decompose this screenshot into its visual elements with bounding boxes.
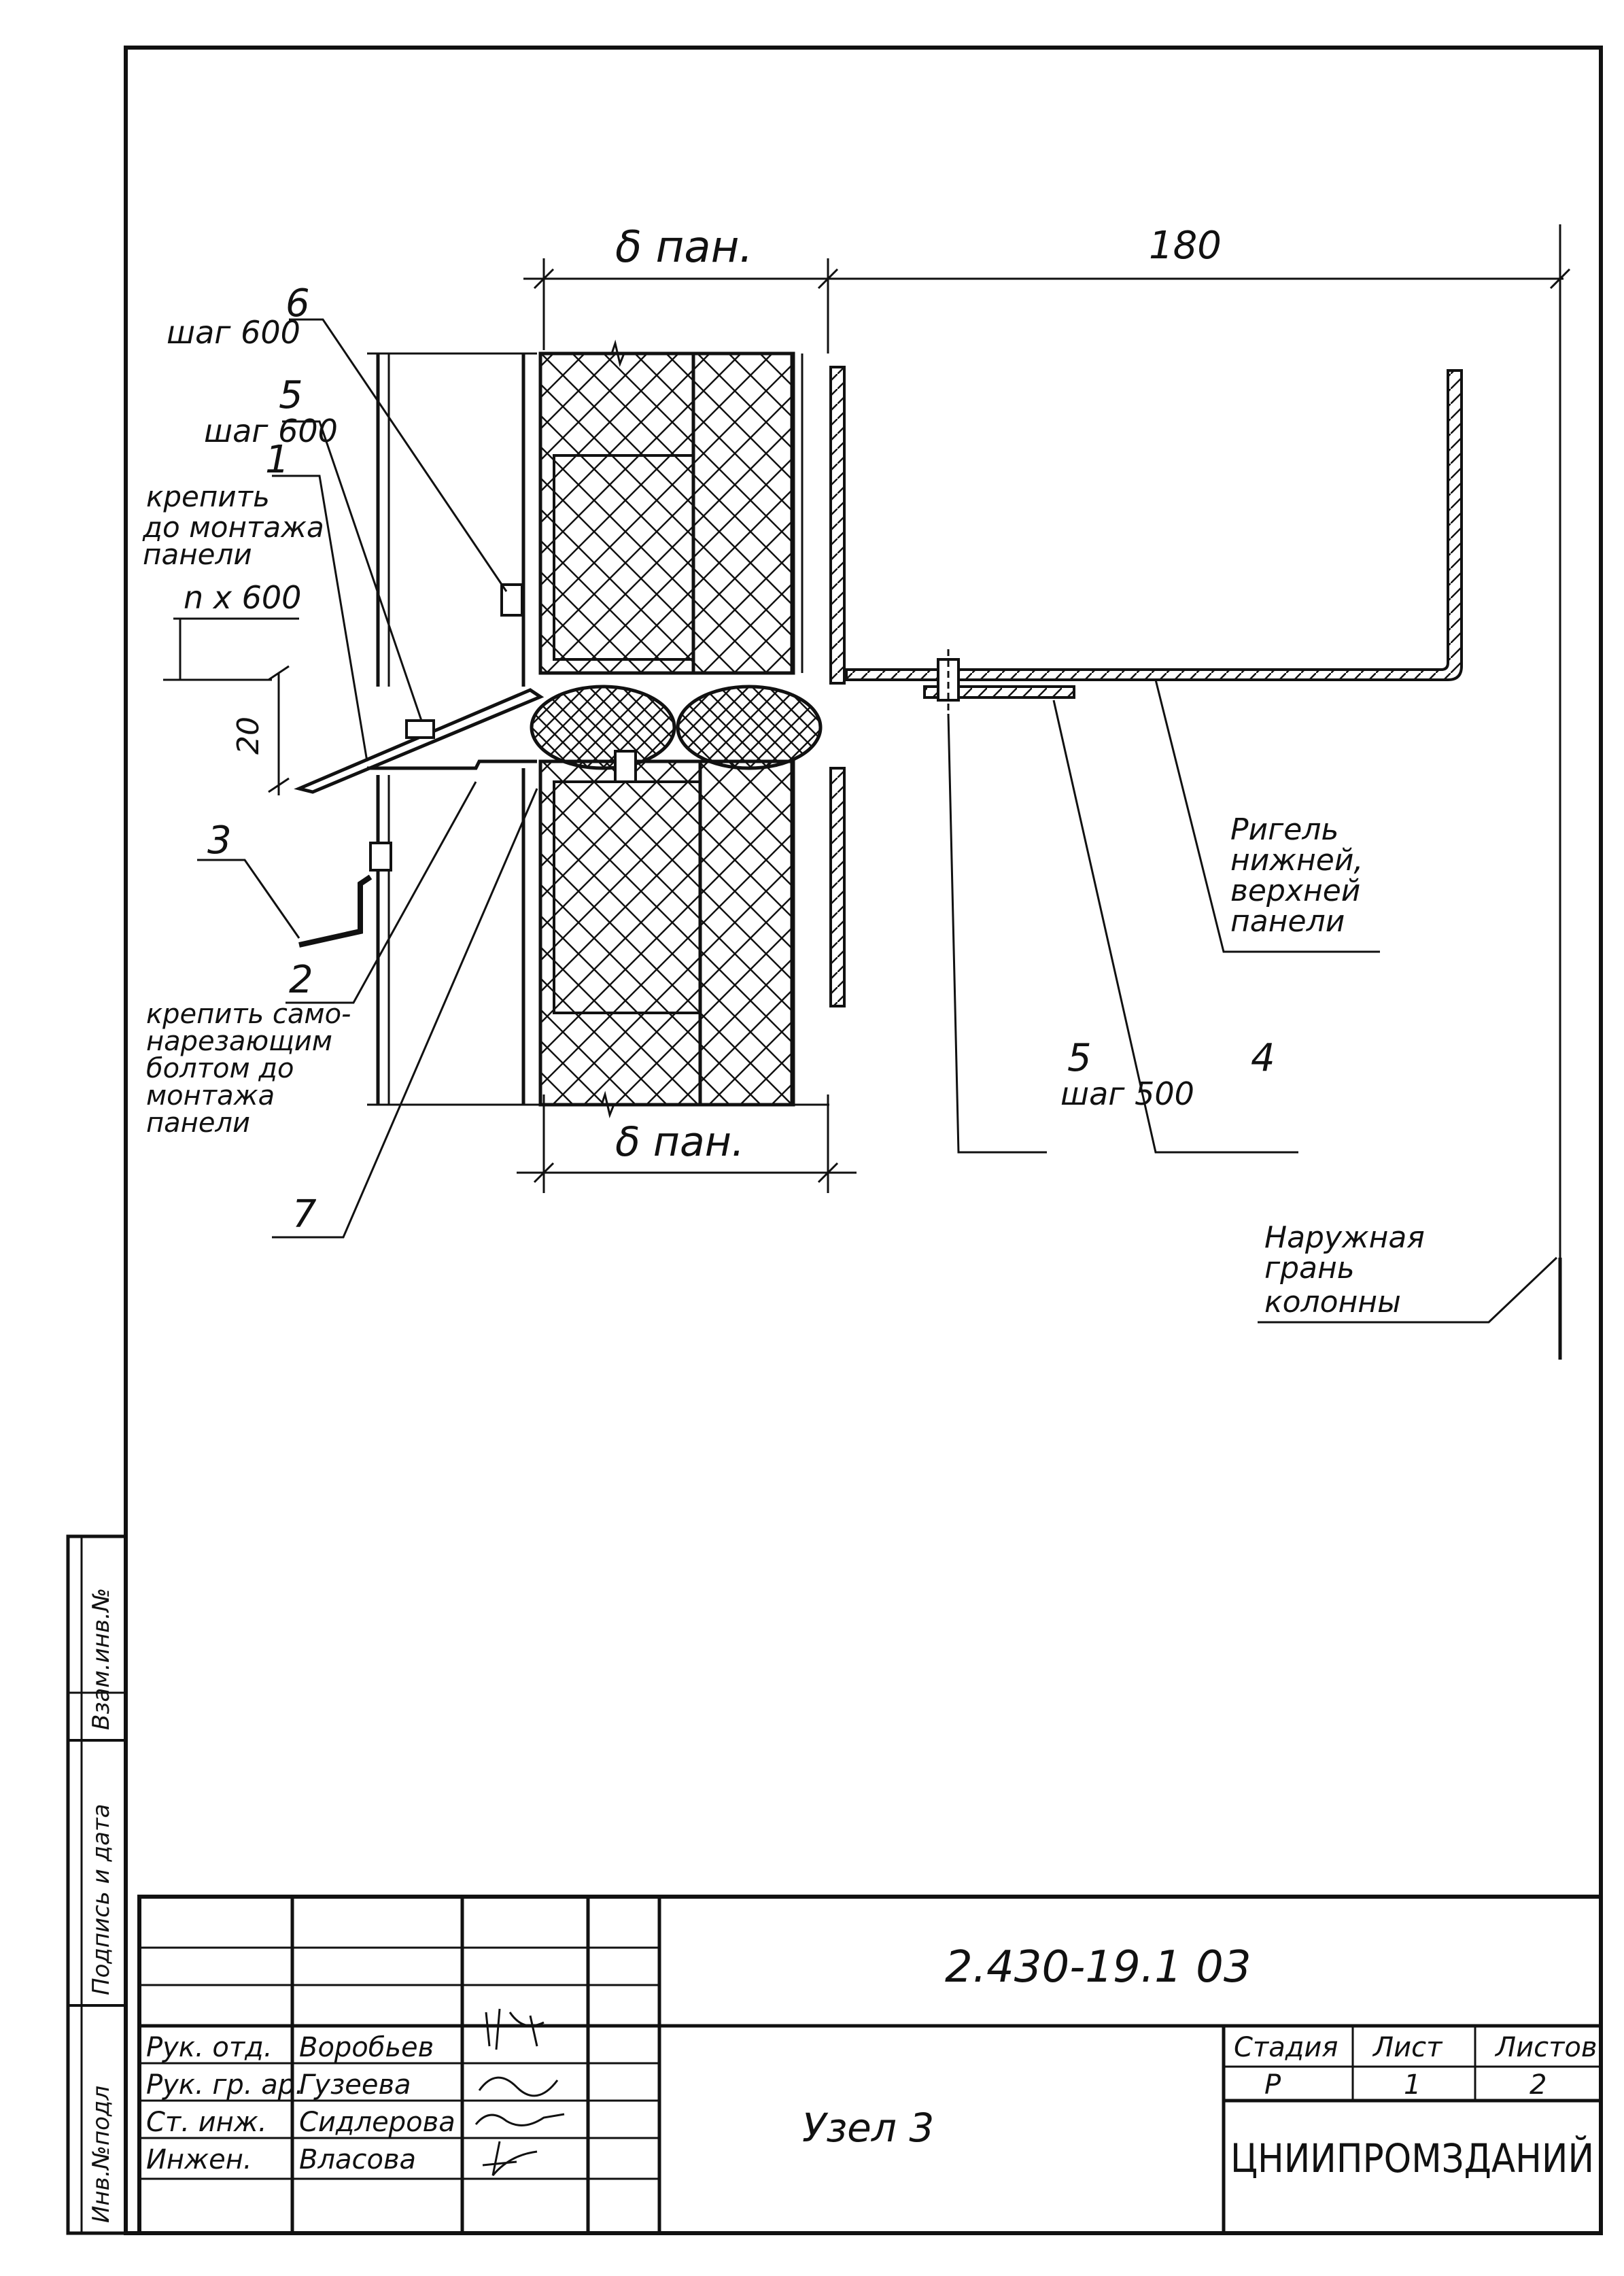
callout-2-line2: нарезающим [146,1026,332,1057]
sheet-header: Лист [1372,2032,1443,2063]
role-2: Рук. гр. ар. [146,2069,304,2101]
sheet-value: 1 [1404,2069,1421,2101]
callout-5-number: 5 [279,373,303,417]
role-1: Рук. отд. [146,2032,273,2063]
callout-6-step: шаг 600 [167,314,300,351]
name-3: Сидлерова [299,2107,455,2138]
dim-panel-top: δ пан. [615,222,753,273]
role-4: Инжен. [146,2144,252,2175]
sheets-header: Листов [1494,2032,1597,2063]
callout-2-line3: болтом до [146,1053,294,1084]
callout-2-line1: крепить само- [146,999,351,1030]
name-2: Гузеева [299,2069,411,2101]
inv-podl-label: Инв.№подл [88,2086,115,2223]
callout-3-number: 3 [207,818,232,863]
column-label-2: грань [1264,1251,1355,1286]
sheet-frame [124,46,1603,2235]
callout-1-number: 1 [265,438,290,482]
callout-2-line5: панели [146,1107,250,1139]
leader-lines [163,318,1558,1324]
callout-5b-number: 5 [1067,1036,1092,1080]
break-mark-top [610,339,625,367]
dimension-lines [517,224,1571,1360]
doc-code: 2.430-19.1 03 [945,1942,1251,1993]
callout-2-number: 2 [289,958,313,1002]
sheet-title: Узел 3 [802,2105,934,2151]
podpis-label: Подпись и дата [88,1804,115,1995]
rigel-label-2: нижней, [1230,843,1363,878]
node-drawing: δ пан. 180 δ пан. 6 шаг 600 5 шаг 600 1 … [142,222,1571,1360]
callout-5b-step: шаг 500 [1060,1075,1194,1112]
dim-panel-bottom: δ пан. [615,1118,744,1166]
break-mark-bottom [600,1090,615,1118]
callout-2-line4: монтажа [146,1080,275,1111]
signatures [474,2008,565,2176]
name-4: Власова [299,2144,416,2175]
rigel-channel [845,369,1463,714]
callout-4-number: 4 [1251,1036,1275,1080]
stage-value: Р [1264,2069,1281,2101]
org-name: ЦНИИПРОМЗДАНИЙ [1230,2135,1594,2182]
column-label-1: Наружная [1264,1220,1425,1255]
side-stamp: Инв.№подл Подпись и дата Взам.инв.№ [66,1534,128,2235]
callout-6-number: 6 [286,281,310,326]
role-3: Ст. инж. [146,2107,267,2138]
title-block: 2.430-19.1 03 Узел 3 Рук. отд. Рук. гр. … [137,1895,1603,2235]
dim-180: 180 [1149,224,1222,268]
callout-1-line1: крепить [146,480,270,513]
rigel-label-1: Ригель [1230,812,1338,847]
flashing-details [294,583,637,948]
callout-5-step: шаг 600 [204,413,338,449]
column-label-3: колонны [1264,1285,1401,1320]
vzam-label: Взам.инв.№ [88,1588,115,1730]
upper-panel [367,351,804,687]
dim-20: 20 [231,717,266,755]
rigel-label-4: панели [1230,904,1345,939]
callout-1-line3: панели [143,538,252,571]
sheets-value: 2 [1530,2069,1547,2101]
name-1: Воробьев [299,2032,434,2063]
rigel-label-3: верхней [1230,874,1360,908]
stage-header: Стадия [1234,2032,1338,2063]
callout-1-line4: n x 600 [184,579,301,616]
callout-7-number: 7 [292,1192,317,1237]
outer-angle [829,366,846,1007]
joint-sealant [530,685,823,770]
callout-1-line2: до монтажа [142,511,324,544]
lower-panel [367,759,829,1107]
